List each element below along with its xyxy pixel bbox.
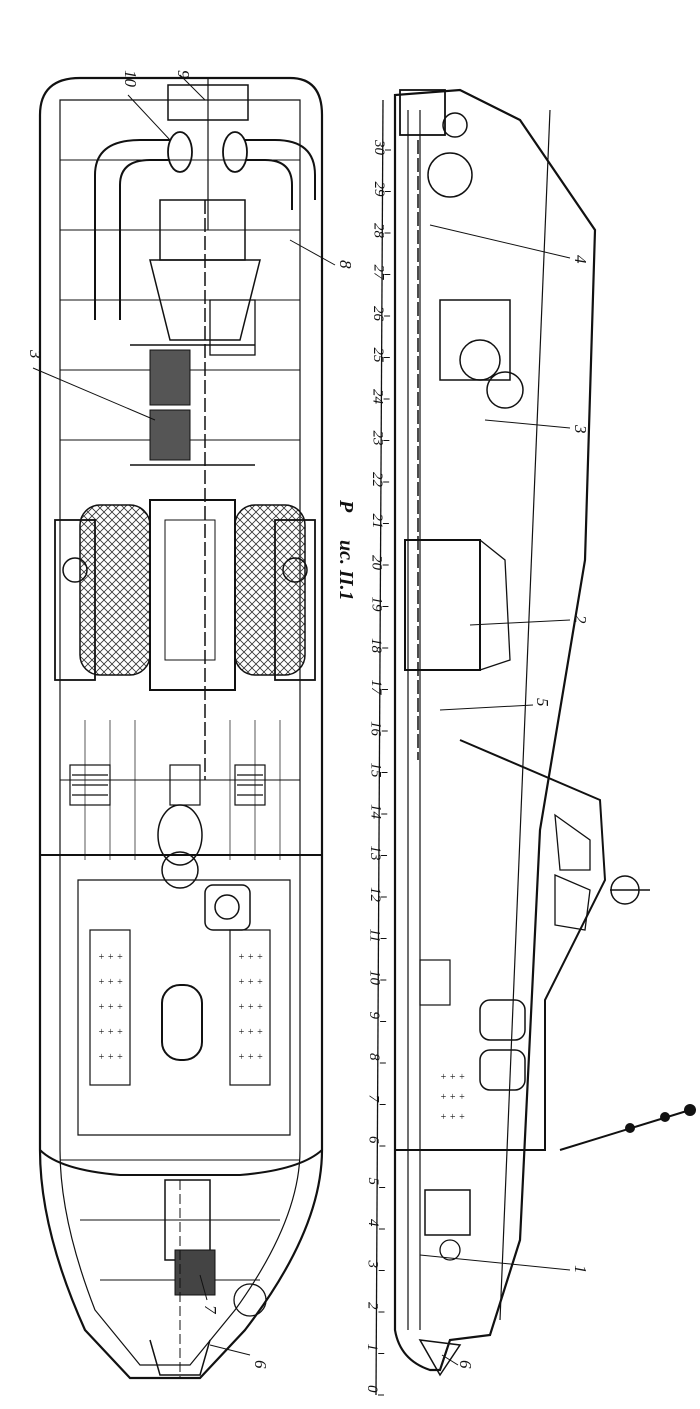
station-label: 4 [365,1219,381,1227]
callout-elev-5: 5 [533,698,552,707]
callout-elev-6: 6 [456,1360,475,1369]
svg-text:+ + +: + + + [440,1112,465,1123]
svg-text:+ + +: + + + [98,1027,123,1038]
callout-plan-7: 7 [201,1305,220,1315]
figure-caption: Р ис. ІІ.1 [335,499,357,601]
station-label: 14 [367,804,383,820]
station-label: 16 [368,721,384,737]
station-label: 26 [370,306,386,322]
callout-elev-3: 3 [571,424,590,434]
caption-fragment-1: Р [335,499,357,513]
station-label: 3 [365,1260,381,1269]
plan-fuel-tank-left [54,519,96,681]
plan-hull-outline [38,76,324,1380]
station-label: 28 [371,223,387,239]
station-label: 13 [367,846,383,861]
station-labels: 0123456789101112131415161718192021222324… [364,139,391,1396]
station-label: 25 [370,348,386,364]
station-label: 9 [366,1012,382,1020]
station-label: 19 [368,597,384,613]
callout-plan-3: 3 [26,349,45,359]
station-label: 7 [366,1095,382,1104]
elevation-mast [559,1109,691,1151]
svg-text:+ + +: + + + [98,1052,123,1063]
plan-engine [79,499,306,691]
station-label: 17 [368,680,384,697]
station-label: 30 [371,139,387,156]
station-label: 27 [370,265,386,282]
plan-hull-inner [59,99,301,1366]
side-elevation-view: + + + + + + + + + [393,88,696,1377]
svg-text:+ + +: + + + [440,1072,465,1083]
station-label: 20 [369,555,385,571]
elevation-callouts: 4 3 2 5 1 6 [419,224,590,1369]
station-label: 11 [367,929,383,943]
plan-view: + + + + + + + + + + + + + + + + + + + + + + + … [38,76,324,1380]
caption-fragment-2: ис. ІІ.1 [335,540,357,601]
station-label: 21 [369,514,385,529]
station-label: 12 [367,887,383,903]
svg-text:+ + +: + + + [98,952,123,963]
station-label: 29 [371,182,387,198]
station-label: 2 [364,1302,380,1310]
elevation-wheelhouse [395,739,607,1151]
callout-plan-6: 6 [251,1360,270,1369]
callout-plan-9: 9 [174,70,193,79]
station-label: 5 [365,1178,381,1186]
station-label: 23 [369,431,385,446]
svg-text:+ + +: + + + [238,1002,263,1013]
callout-elev-2: 2 [571,615,590,624]
station-label: 22 [369,472,385,488]
svg-text:+ + +: + + + [238,1027,263,1038]
plan-frames [60,159,300,1281]
station-label: 6 [365,1136,381,1144]
plan-callouts: 9 10 8 3 7 6 [26,70,355,1369]
svg-text:+ + +: + + + [98,977,123,988]
plan-seat-marks: + + + + + + + + + + + + + + + + + + + + + + + … [98,952,263,1063]
station-label: 1 [364,1344,380,1352]
station-label: 10 [366,970,382,986]
station-label: 8 [366,1053,382,1061]
station-label: 18 [368,638,384,654]
callout-elev-4: 4 [571,255,590,264]
plan-cockpit-outline [39,854,323,1176]
plan-winch [130,299,256,466]
plan-exhaust-pipe [94,139,316,320]
plan-steering-wheel [161,851,199,889]
svg-text:+ + +: + + + [440,1092,465,1103]
station-label: 0 [364,1385,380,1393]
callout-elev-1: 1 [571,1265,590,1274]
elevation-engine [404,299,524,671]
svg-text:+ + +: + + + [98,1002,123,1013]
svg-text:+ + +: + + + [238,1052,263,1063]
svg-text:+ + +: + + + [238,977,263,988]
elevation-hull-profile [393,88,597,1372]
plan-deck-planks [59,720,281,860]
svg-text:+ + +: + + + [238,952,263,963]
callout-plan-8: 8 [336,260,355,269]
station-label: 24 [370,389,386,405]
station-axis [375,99,384,1396]
callout-plan-10: 10 [121,70,140,88]
station-label: 15 [368,763,384,779]
plan-fuel-tank-right [274,519,316,681]
